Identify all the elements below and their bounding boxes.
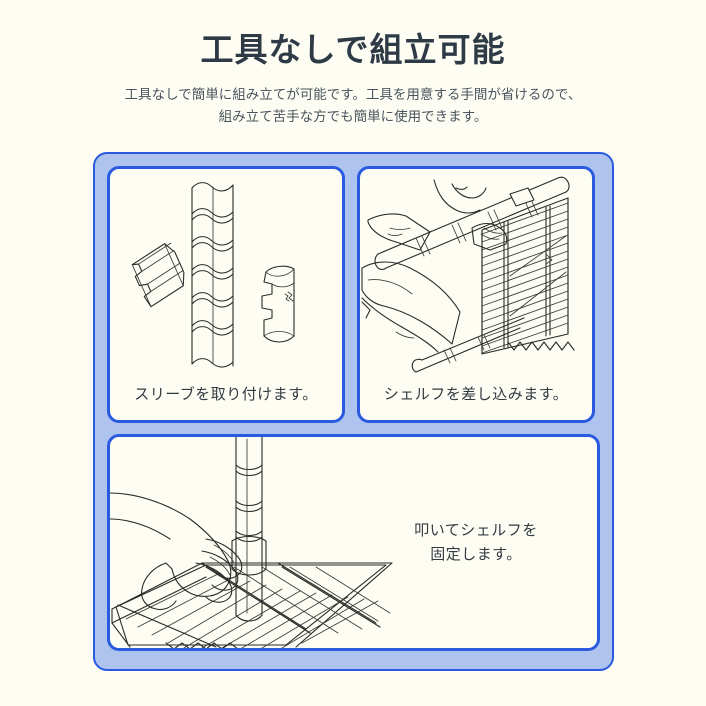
hand-and-forearm-graphic bbox=[110, 492, 243, 611]
step-caption-tap-fix: 叩いてシェルフを 固定します。 bbox=[381, 519, 571, 567]
step-caption-insert-shelf: シェルフを差し込みます。 bbox=[383, 386, 569, 403]
page-subtitle: 工具なしで簡単に組み立てが可能です。工具を用意する手間が省けるので、 組み立て苦… bbox=[63, 84, 643, 129]
step-panel-insert-shelf: シェルフを差し込みます。 bbox=[357, 166, 595, 423]
pole-diagonal-upper-graphic bbox=[374, 176, 570, 271]
page-header: 工具なしで組立可能 工具なしで簡単に組み立てが可能です。工具を用意する手間が省け… bbox=[0, 0, 706, 128]
pole-and-sleeve-svg bbox=[131, 182, 295, 368]
sleeve-half-left-graphic bbox=[131, 242, 185, 308]
step-caption-tap-fix-line-1: 叩いてシェルフを bbox=[414, 521, 538, 539]
step-panel-tap-fix: 叩いてシェルフを 固定します。 bbox=[107, 434, 600, 651]
hands-and-arms-graphic bbox=[361, 179, 508, 353]
wire-shelf-graphic bbox=[481, 197, 575, 355]
tapping-shelf-svg bbox=[110, 437, 393, 648]
wire-shelf-surface-graphic bbox=[111, 562, 393, 648]
inserting-shelf-illustration bbox=[360, 169, 592, 383]
subtitle-line-2: 組み立て苦手な方でも簡単に使用できます。 bbox=[218, 108, 488, 124]
steps-row-top: スリーブを取り付けます。 bbox=[107, 166, 600, 423]
inserting-shelf-svg bbox=[361, 176, 575, 373]
steps-container: スリーブを取り付けます。 bbox=[93, 152, 614, 671]
sleeve-half-right-graphic bbox=[261, 265, 295, 343]
step-caption-sleeve: スリーブを取り付けます。 bbox=[134, 386, 318, 403]
pole-graphic bbox=[191, 182, 234, 368]
pole-and-sleeve-illustration bbox=[110, 169, 342, 383]
step-panel-sleeve: スリーブを取り付けます。 bbox=[107, 166, 345, 423]
tapping-shelf-illustration bbox=[110, 437, 410, 648]
page-title: 工具なしで組立可能 bbox=[200, 31, 506, 68]
subtitle-line-1: 工具なしで簡単に組み立てが可能です。工具を用意する手間が省けるので、 bbox=[124, 86, 582, 102]
step-caption-tap-fix-line-2: 固定します。 bbox=[430, 545, 522, 563]
pole-diagonal-lower-graphic bbox=[411, 317, 525, 373]
